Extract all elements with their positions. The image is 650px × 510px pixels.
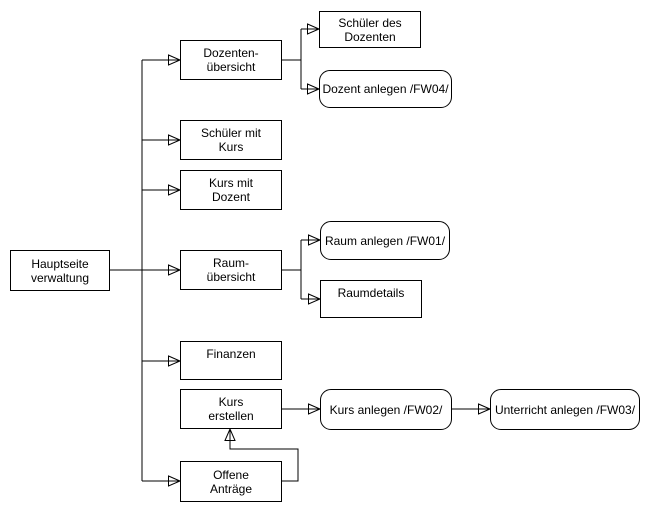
edge-offene-to-kurserstellen	[224, 427, 299, 482]
node-hauptseite-verwaltung: Hauptseite verwaltung	[10, 250, 110, 291]
node-offene-antraege: Offene Anträge	[180, 461, 282, 502]
node-kurs-mit-dozent: Kurs mit Dozent	[180, 170, 282, 210]
node-unterricht-anlegen-fw03: Unterricht anlegen /FW03/	[490, 389, 640, 430]
node-dozent-anlegen-fw04: Dozent anlegen /FW04/	[319, 70, 452, 108]
node-raum-anlegen-fw01: Raum anlegen /FW01/	[320, 221, 450, 260]
node-finanzen: Finanzen	[180, 341, 282, 380]
node-dozenten-uebersicht: Dozenten- übersicht	[180, 40, 282, 80]
node-kurs-anlegen-fw02: Kurs anlegen /FW02/	[320, 389, 452, 430]
node-raumdetails: Raumdetails	[320, 280, 422, 318]
node-schueler-des-dozenten: Schüler des Dozenten	[319, 11, 421, 48]
node-kurs-erstellen: Kurs erstellen	[180, 389, 282, 429]
node-raum-uebersicht: Raum- übersicht	[180, 250, 282, 290]
edge-raum-split	[282, 240, 302, 299]
node-schueler-mit-kurs: Schüler mit Kurs	[180, 120, 282, 160]
edge-dozenten-split	[282, 29, 302, 89]
